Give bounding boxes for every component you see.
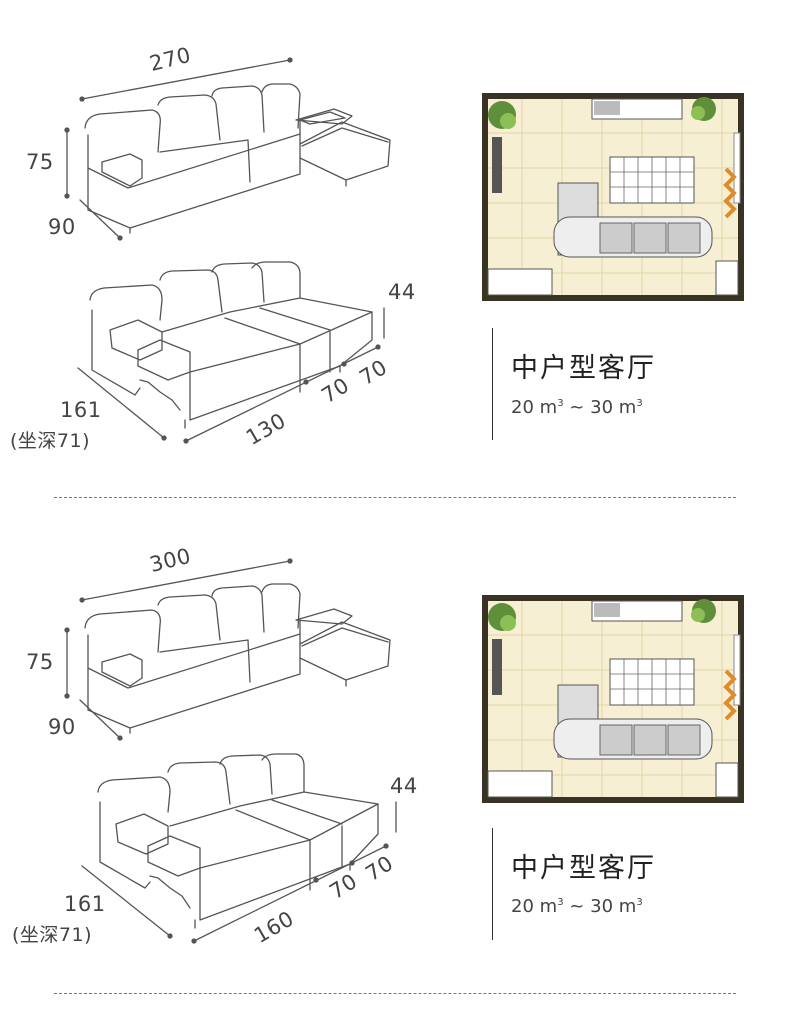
room-title: 中户型客厅	[511, 853, 656, 884]
dim-seat-depth: (坐深71)	[12, 924, 93, 946]
sofa-open-drawing	[97, 753, 379, 929]
sofa-spec-section-1: 270 75 90 44 161 (坐深71) 130 70 70	[0, 0, 790, 500]
room-area: 20 m3 ~ 30 m3	[511, 397, 643, 418]
width-dim-line	[81, 59, 291, 100]
title-divider-line	[492, 328, 493, 440]
sofa-spec-section-2: 300 75 90 44 161 (坐深71) 160 70 70	[0, 500, 790, 1000]
sofa-closed-drawing	[84, 83, 391, 234]
dim-step-height: 44	[388, 280, 416, 304]
dashed-divider-2	[54, 993, 736, 994]
sofa-open-drawing	[89, 261, 373, 429]
room-floor-plan	[482, 595, 744, 803]
sofa-drawings	[64, 57, 391, 444]
room-title: 中户型客厅	[511, 353, 656, 384]
cushion-left	[101, 153, 143, 187]
title-divider-line	[492, 828, 493, 940]
dim-height: 75	[26, 150, 54, 174]
cushion-open-2	[137, 339, 191, 381]
dim-depth: 90	[48, 215, 76, 239]
room-area: 20 m3 ~ 30 m3	[511, 896, 643, 917]
dim-open-depth: 161	[64, 892, 106, 916]
sofa-closed-drawing	[84, 583, 391, 734]
open-depth-dim-line	[77, 367, 165, 439]
room-floor-plan	[482, 93, 744, 301]
depth-dim-line	[79, 199, 121, 239]
dim-seat-depth: (坐深71)	[10, 430, 91, 452]
dim-step-height: 44	[390, 774, 418, 798]
pillow-chaise	[295, 108, 353, 125]
dim-height: 75	[26, 650, 54, 674]
cushion-open-1	[109, 319, 163, 361]
dashed-divider-1	[54, 497, 736, 498]
dim-open-depth: 161	[60, 398, 102, 422]
sofa-drawings	[64, 558, 397, 944]
dim-depth: 90	[48, 715, 76, 739]
